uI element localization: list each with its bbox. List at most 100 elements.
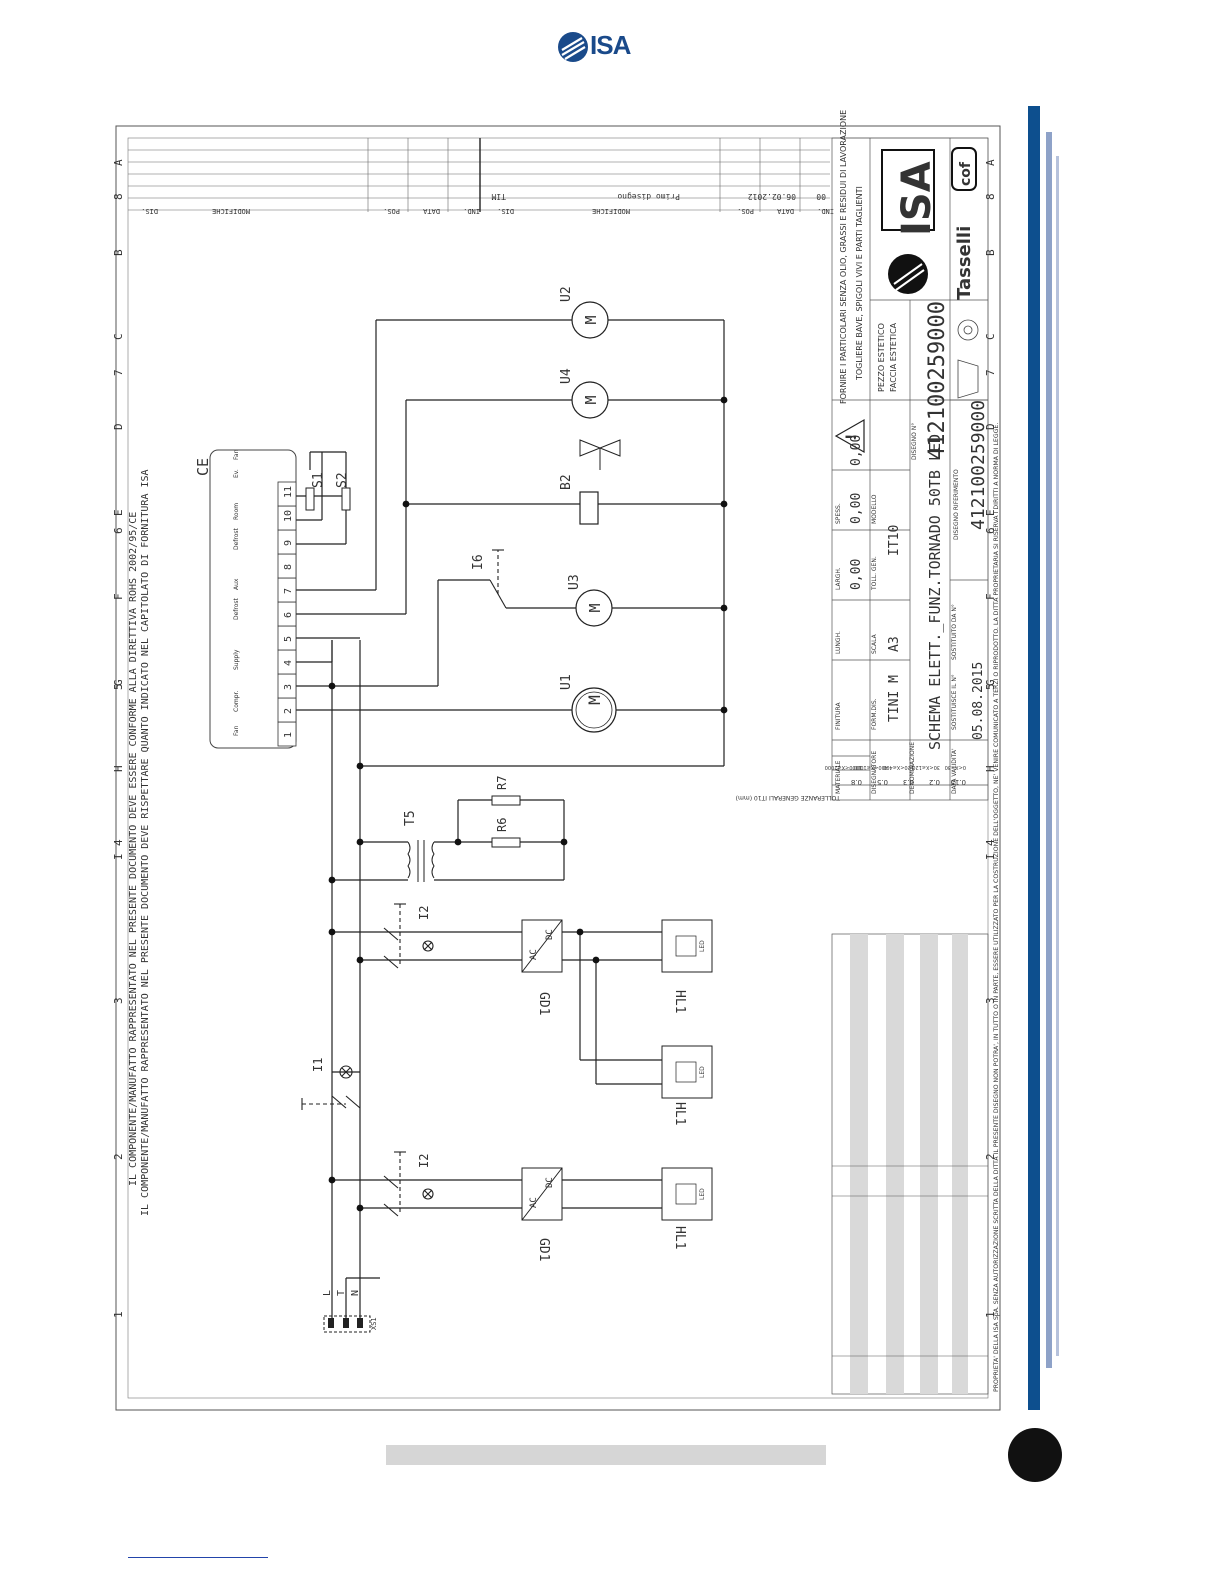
grid-number: 1 [984, 1311, 997, 1318]
thick-label: SPESS. [835, 503, 842, 524]
controller-terminal [277, 481, 297, 507]
aesthetic-label: PEZZO ESTETICO [877, 323, 886, 392]
property-notice: PROPRIETA' DELLA ISA SpA. SENZA AUTORIZZ… [993, 423, 1000, 1392]
svg-text:M: M [582, 315, 600, 324]
label-r6: R6 [495, 818, 509, 832]
rev-modifiche: Primo disegno [617, 192, 680, 201]
label-xs1: XS1 [370, 1317, 378, 1330]
controller-terminal-number: 11 [283, 486, 294, 498]
tasselli-brand-logo: Tasselli cof [951, 147, 977, 300]
grid-letter: A [984, 159, 997, 166]
tolerance-range: 400<X≤1000 [854, 764, 888, 770]
valid-date: 05.08.2015 [971, 662, 986, 740]
logo-text: ISA [590, 30, 631, 60]
grid-letter: I [112, 853, 125, 860]
label-u1: U1 [559, 674, 574, 690]
grid-number: 5 [112, 683, 125, 690]
svg-text:M: M [586, 603, 604, 612]
label-ce: CE [194, 458, 212, 476]
grid-number: 3 [984, 997, 997, 1004]
rev-data: 06.02.2012 [748, 192, 796, 201]
label-l: L [322, 1290, 333, 1296]
revision-table [128, 138, 830, 212]
driver-gd1-top: AC DC [521, 919, 563, 973]
grid-number: 8 [112, 193, 125, 200]
format-label: FORM.DIS. [871, 698, 878, 730]
label-n: N [350, 1290, 361, 1296]
label-hl1-middle: HL1 [672, 1102, 687, 1125]
title-block-field-labels: MATERIALE FINITURA LUNGH. LARGH. SPESS. … [835, 494, 958, 794]
svg-text:M: M [582, 395, 600, 404]
replaces-label: SOSTITUISCE IL N° [951, 674, 958, 730]
grid-letter: I [984, 853, 997, 860]
supply-connector-xs1 [323, 1315, 371, 1333]
controller-terminal-number: 10 [283, 510, 294, 522]
revision-header: DATA [422, 207, 440, 215]
label-s2: S2 [335, 472, 350, 488]
grid-letter: B [984, 249, 997, 256]
led-hl1-top: LED [661, 919, 713, 973]
label-hl1-bottom: HL1 [672, 1226, 687, 1249]
finish-label: FINITURA [835, 702, 842, 730]
grid-letter: F [112, 593, 125, 600]
label-i6: I6 [471, 554, 486, 570]
designer-label: DISEGNATORE [871, 751, 878, 794]
controller-terminal-number: 1 [283, 732, 294, 738]
revision-header: IND. [463, 207, 480, 215]
grid-number: 7 [112, 369, 125, 376]
sensor-s1 [305, 487, 315, 511]
tol-label: TOLL. GEN. [871, 556, 878, 591]
solenoid-b2 [579, 491, 599, 525]
label-u3: U3 [567, 574, 582, 590]
length-value: 0,00 [849, 559, 864, 590]
replaced-label: SOSTITUITO DA N° [951, 604, 958, 660]
tolerance-table: TOLLERANZE GENERALI IT10 (mm) [736, 794, 841, 801]
page-number-badge [1008, 1428, 1062, 1482]
label-s1: S1 [311, 472, 326, 488]
grid-number: 4 [112, 839, 125, 846]
label-i2-top: I2 [417, 906, 431, 920]
grid-letter: G [112, 679, 125, 686]
motor-u4: M [571, 381, 609, 419]
revision-header: DATA [776, 207, 794, 215]
warning-text: FORNIRE I PARTICOLARI SENZA OLIO, GRASSI… [839, 110, 848, 404]
side-bar-primary [1028, 106, 1040, 1410]
label-hl1-top: HL1 [672, 990, 687, 1013]
warning-text-2: TOGLIERE BAVE, SPIGOLI VIVI E PARTI TAGL… [855, 186, 864, 381]
controller-terminal-number: 8 [283, 564, 294, 570]
rev-ind: 00 [816, 192, 826, 201]
revision-header: DIS. [141, 207, 158, 215]
gd1-ac-label: AC [529, 949, 539, 960]
controller-terminal-number: 9 [283, 540, 294, 546]
thick-value: 0,00 [849, 435, 864, 466]
label-b2: B2 [559, 474, 574, 490]
footer-bar [386, 1445, 826, 1465]
isa-logo: ISA [556, 30, 656, 64]
controller-label: Ev. [233, 469, 240, 478]
format-value: A3 [887, 636, 902, 652]
brand-cof-text: cof [958, 161, 974, 186]
width-label: LARGH. [835, 567, 842, 590]
label-t5: T5 [403, 810, 418, 826]
grid-number: 6 [112, 527, 125, 534]
label-gd1-bottom: GD1 [536, 1238, 551, 1261]
controller-label: Aux [233, 578, 240, 590]
resistor-r7 [491, 795, 521, 806]
tolerance-range: 0<X≤30 [945, 764, 966, 770]
drawing-number-label: DISEGNO N° [911, 423, 918, 460]
grid-number: 2 [112, 1153, 125, 1160]
gd1b-ac-label: AC [529, 1197, 539, 1208]
projection-symbol-icon [957, 319, 979, 399]
grid-letter: F [984, 593, 997, 600]
controller-terminal-number: 4 [283, 660, 294, 666]
motor-u2: M [571, 301, 609, 339]
model-label: MODELLO [871, 494, 878, 524]
label-u2: U2 [559, 286, 574, 302]
gd1-dc-label: DC [545, 929, 555, 940]
controller-label: Compr. [233, 691, 240, 712]
grid-letter: E [112, 509, 125, 516]
grid-number: 6 [984, 527, 997, 534]
label-u4: U4 [559, 368, 574, 384]
